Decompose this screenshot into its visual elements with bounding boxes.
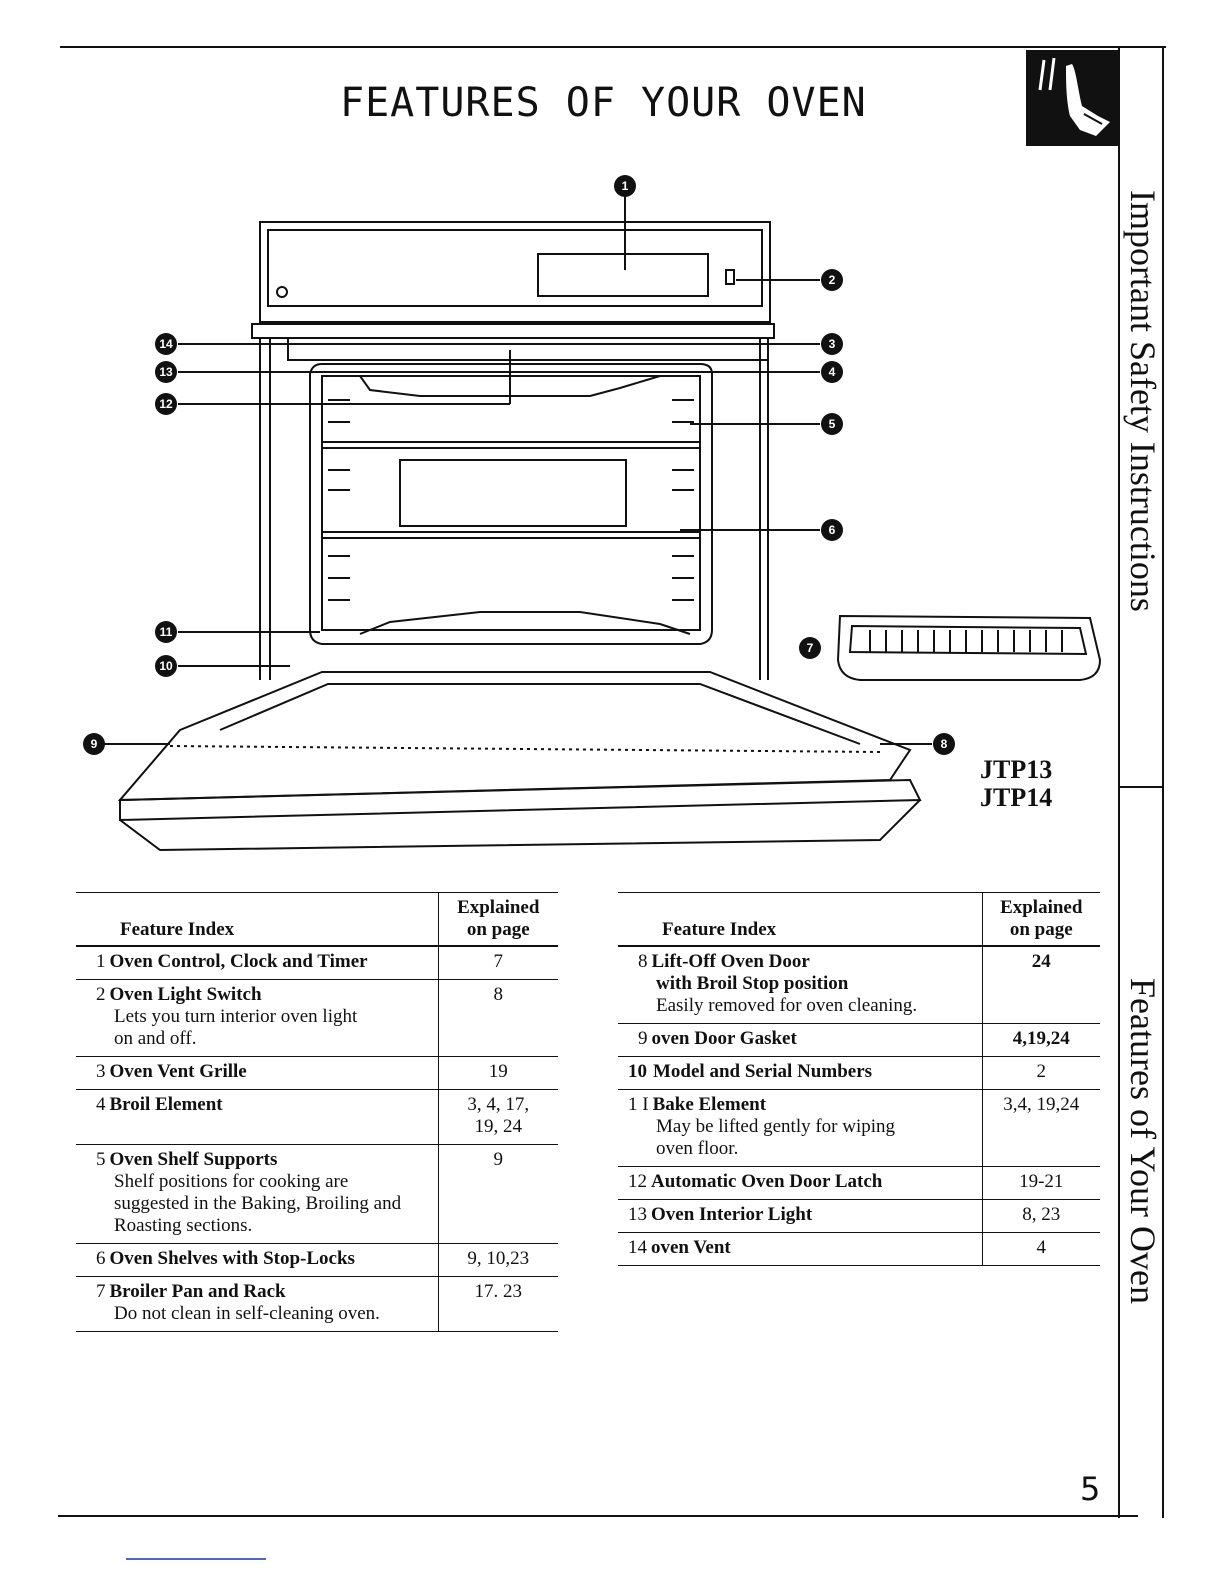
oven-door: [117, 671, 912, 802]
door-gasket: [169, 745, 881, 753]
callout-11: 11: [155, 621, 177, 643]
svg-text:12: 12: [159, 397, 173, 411]
broil-element: [359, 375, 661, 397]
svg-text:1: 1: [622, 179, 629, 193]
control-panel: [259, 221, 771, 323]
side-tab-safety[interactable]: Important Safety Instructions: [1123, 190, 1163, 612]
top-rule: [60, 46, 1166, 48]
model-jtp13: JTP13: [980, 755, 1053, 784]
bake-element: [359, 611, 691, 635]
page-title: FEATURES OF YOUR OVEN: [340, 80, 867, 126]
svg-text:13: 13: [159, 365, 173, 379]
shelf-supports-right: [672, 399, 694, 601]
svg-text:11: 11: [160, 625, 173, 639]
hand-pointer-icon: [1026, 50, 1120, 146]
svg-text:10: 10: [159, 659, 173, 673]
callout-markers: 1 2 3 4 5 6 7 8 9 10 11 12 13 14: [83, 175, 955, 755]
callout-12: 12: [155, 393, 177, 415]
model-jtp14: JTP14: [980, 783, 1053, 812]
svg-text:14: 14: [159, 337, 173, 351]
broiler-pan: [836, 614, 1102, 681]
header-feature-index: Feature Index: [76, 892, 438, 947]
oven-cavity: [309, 363, 713, 645]
svg-text:5: 5: [829, 417, 836, 431]
svg-text:3: 3: [829, 337, 836, 351]
callout-4: 4: [821, 361, 843, 383]
shelf-supports-left: [328, 399, 350, 601]
side-tab-separator: [1118, 786, 1164, 788]
callout-10: 10: [155, 655, 177, 677]
oven-diagram: 1 2 3 4 5 6 7 8 9 10 11 12 13 14: [83, 175, 1102, 852]
svg-text:9: 9: [91, 737, 98, 751]
svg-text:4: 4: [829, 365, 836, 379]
callout-14: 14: [155, 333, 177, 355]
bottom-link-bar: [126, 1558, 266, 1560]
callout-8: 8: [933, 733, 955, 755]
callout-7: 7: [799, 637, 821, 659]
callout-1: 1: [614, 175, 636, 197]
svg-text:6: 6: [829, 523, 836, 537]
svg-text:7: 7: [807, 641, 814, 655]
bottom-rule: [58, 1515, 1138, 1517]
side-tab-features[interactable]: Features of Your Oven: [1123, 978, 1163, 1304]
light-switch: [725, 269, 735, 285]
clock-display: [537, 253, 709, 297]
callout-2: 2: [821, 269, 843, 291]
svg-text:2: 2: [829, 273, 836, 287]
model-numbers: JTP13 JTP14: [980, 756, 1052, 812]
bake-element-pages: 3,4, 19,24: [981, 1089, 1100, 1167]
callout-6: 6: [821, 519, 843, 541]
header-feature-index: Feature Index: [618, 892, 982, 947]
callout-9: 9: [83, 733, 105, 755]
callout-3: 3: [821, 333, 843, 355]
side-tab-border-right: [1162, 48, 1164, 1518]
callout-13: 13: [155, 361, 177, 383]
callout-5: 5: [821, 413, 843, 435]
page-number: 5: [1080, 1470, 1101, 1508]
side-tab-border-left: [1118, 48, 1120, 1518]
svg-text:8: 8: [941, 737, 948, 751]
